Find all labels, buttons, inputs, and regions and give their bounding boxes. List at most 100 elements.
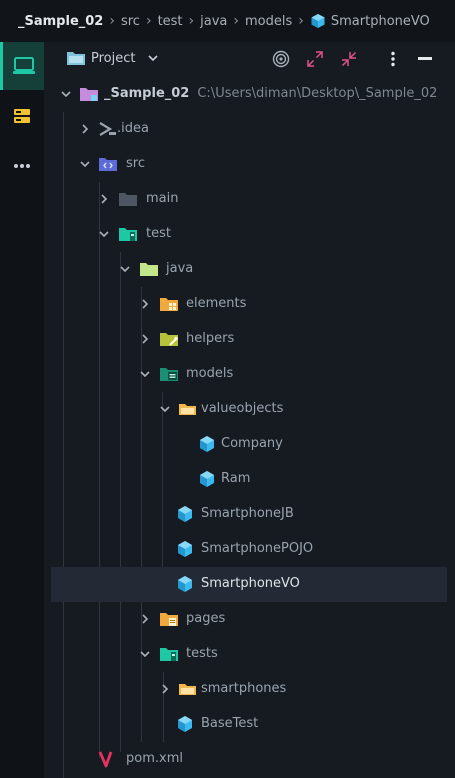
- chevron-right-icon: [82, 124, 89, 134]
- tree-node-label: pages: [186, 611, 226, 626]
- tree-node-label: models: [186, 366, 234, 381]
- tree-node-src[interactable]: src: [51, 147, 447, 182]
- tree-node-helpers[interactable]: helpers: [51, 322, 447, 357]
- class-cube-icon: [200, 471, 214, 487]
- more-vertical-icon: [391, 51, 395, 67]
- breadcrumb-item-models[interactable]: models: [245, 13, 293, 29]
- test-sources-folder-icon: [140, 263, 158, 276]
- tree-node-label: src: [126, 156, 145, 171]
- tree-node-smartphonevo[interactable]: SmartphoneVO: [51, 567, 447, 602]
- options-button[interactable]: [384, 50, 402, 68]
- breadcrumb-separator-icon: ›: [233, 13, 239, 29]
- tree-node-label: BaseTest: [201, 716, 259, 731]
- breadcrumb-item-java[interactable]: java: [200, 13, 228, 29]
- tree-node-label: .idea: [117, 121, 149, 136]
- class-cube-icon: [178, 576, 192, 592]
- class-cube-icon: [178, 506, 192, 522]
- structure-icon: [14, 109, 30, 123]
- tree-node-label: helpers: [186, 331, 235, 346]
- tree-node-main[interactable]: main: [51, 182, 447, 217]
- structure-view-button[interactable]: [0, 92, 44, 140]
- folder-icon: [179, 684, 196, 695]
- breadcrumb-item-project[interactable]: _Sample_02: [18, 13, 104, 29]
- expand-icon: [307, 51, 323, 67]
- tree-node-models[interactable]: models: [51, 357, 447, 392]
- collapse-all-button[interactable]: [340, 50, 358, 68]
- chevron-right-icon: [101, 194, 108, 204]
- chevron-down-icon: [120, 266, 130, 273]
- models-folder-icon: [160, 368, 178, 381]
- folder-open-icon: [179, 404, 196, 415]
- tree-node-smartphonejb[interactable]: SmartphoneJB: [51, 497, 447, 532]
- tree-node-label: main: [146, 191, 179, 206]
- tree-node-test[interactable]: test: [51, 217, 447, 252]
- chevron-right-icon: [142, 614, 149, 624]
- components-folder-icon: [160, 298, 178, 311]
- breadcrumb-item-src[interactable]: src: [120, 13, 140, 29]
- hide-panel-button[interactable]: [416, 50, 434, 68]
- tree-node-label: SmartphoneVO: [201, 576, 300, 591]
- tree-node-idea[interactable]: .idea: [51, 112, 447, 147]
- chevron-down-icon: [160, 406, 170, 413]
- tree-node-company[interactable]: Company: [51, 427, 447, 462]
- class-cube-icon: [311, 14, 325, 28]
- breadcrumb: _Sample_02 › src › test › java › models …: [0, 0, 455, 42]
- tree-node-label: Company: [221, 436, 283, 451]
- project-view-label: Project: [91, 50, 136, 66]
- expand-all-button[interactable]: [306, 50, 324, 68]
- chevron-down-icon: [80, 161, 90, 168]
- maven-icon: [98, 751, 113, 768]
- chevron-down-icon: [148, 55, 159, 62]
- tree-node-tests[interactable]: tests: [51, 637, 447, 672]
- chevron-right-icon: [162, 684, 169, 694]
- tree-node-ram[interactable]: Ram: [51, 462, 447, 497]
- minimize-icon: [418, 57, 432, 60]
- breadcrumb-item-smartphonevo[interactable]: SmartphoneVO: [310, 13, 430, 29]
- tree-node-label: valueobjects: [201, 401, 284, 416]
- project-folder-icon: [67, 52, 85, 65]
- test-folder-icon: [119, 228, 137, 241]
- breadcrumb-separator-icon: ›: [188, 13, 195, 29]
- indent-guide: [120, 252, 121, 752]
- tree-node-smartphonepojo[interactable]: SmartphonePOJO: [51, 532, 447, 567]
- tree-node-label: java: [166, 261, 194, 276]
- tree-node-label: smartphones: [201, 681, 287, 696]
- breadcrumb-separator-icon: ›: [109, 13, 115, 29]
- activity-bar: [0, 42, 45, 778]
- chevron-down-icon: [99, 231, 109, 238]
- breadcrumb-item-test[interactable]: test: [157, 13, 183, 29]
- tree-node-java[interactable]: java: [51, 252, 447, 287]
- tree-node-pom[interactable]: pom.xml: [51, 742, 447, 777]
- source-root-folder-icon: [99, 158, 117, 171]
- tree-node-label: SmartphoneJB: [201, 506, 294, 521]
- tree-node-elements[interactable]: elements: [51, 287, 447, 322]
- chevron-down-icon: [140, 371, 150, 378]
- tree-node-valueobjects[interactable]: valueobjects: [51, 392, 447, 427]
- project-view-selector[interactable]: Project: [66, 50, 159, 66]
- idea-config-icon: [99, 122, 116, 136]
- target-icon: [272, 50, 290, 68]
- indent-guide: [162, 392, 163, 597]
- module-folder-icon: [80, 88, 98, 101]
- tree-node-label: pom.xml: [126, 751, 183, 766]
- tree-node-smartphones[interactable]: smartphones: [51, 672, 447, 707]
- project-view-button[interactable]: [0, 42, 44, 90]
- tree-node-label: test: [146, 226, 171, 241]
- tree-node-label: tests: [186, 646, 218, 661]
- chevron-down-icon: [140, 651, 150, 658]
- class-cube-icon: [178, 541, 192, 557]
- tests-folder-icon: [160, 648, 178, 661]
- more-tools-button[interactable]: [0, 142, 44, 190]
- tree-node-basetest[interactable]: BaseTest: [51, 707, 447, 742]
- chevron-right-icon: [142, 299, 149, 309]
- folder-icon: [119, 193, 137, 206]
- tree-node-pages[interactable]: pages: [51, 602, 447, 637]
- indent-guide: [163, 672, 164, 742]
- indent-guide: [141, 287, 142, 742]
- locate-file-button[interactable]: [272, 50, 290, 68]
- chevron-right-icon: [142, 334, 149, 344]
- tree-node-label: Ram: [221, 471, 251, 486]
